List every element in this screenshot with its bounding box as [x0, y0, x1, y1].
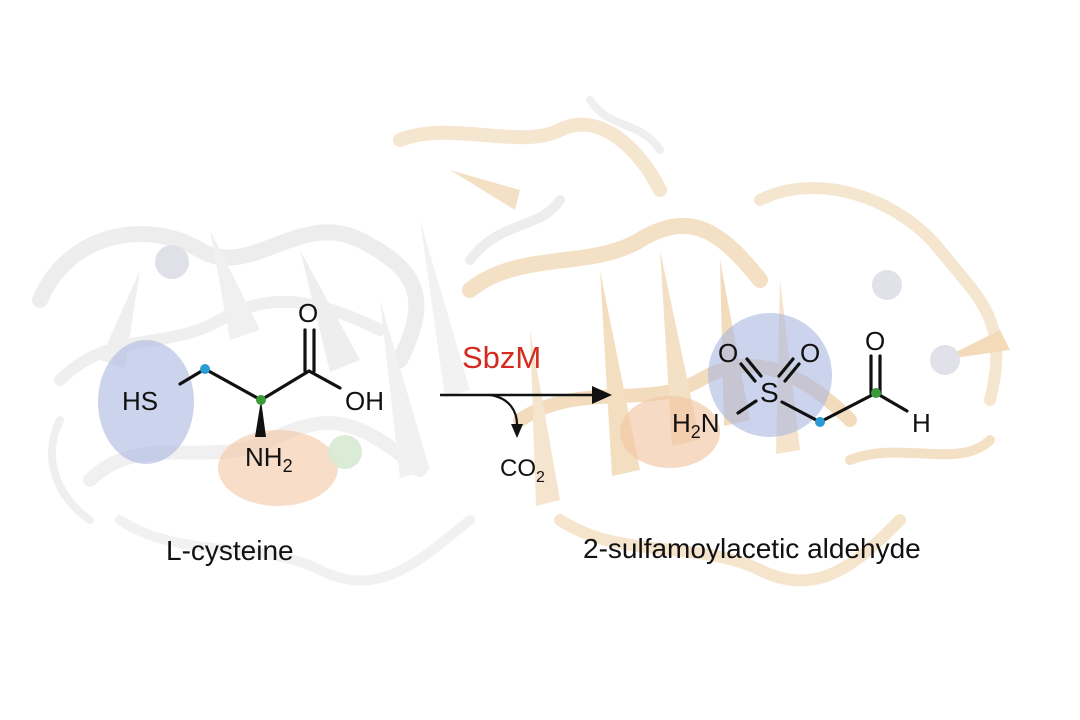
bond-cb-ca	[203, 367, 263, 402]
bond-s-o-right-a	[777, 357, 795, 378]
bond-c-h-aldehyde	[874, 391, 909, 413]
sulfonamide-amine-label: H2N	[672, 408, 720, 442]
amine-label: NH2	[245, 442, 293, 476]
metal-sphere	[328, 435, 362, 469]
bond-ca-c	[259, 369, 311, 402]
aldehyde-carbon-dot	[871, 388, 881, 398]
thiol-label: HS	[122, 386, 158, 416]
sulfonyl-highlight	[708, 313, 832, 437]
co2-label: CO2	[500, 455, 545, 486]
wedge-bond-amine	[255, 400, 266, 437]
bond-n-s	[736, 399, 758, 415]
bond-ch2-cho	[818, 391, 878, 424]
carbonyl-oxygen-label: O	[298, 298, 318, 328]
sulfur-label: S	[760, 377, 779, 408]
bond-s-o-left-a	[739, 362, 757, 383]
bond-s-o-right-b	[783, 362, 801, 383]
sulfonamide-amine-highlight	[620, 396, 720, 468]
aldehyde-hydrogen-label: H	[912, 408, 931, 438]
bond-s-o-left-b	[745, 357, 763, 378]
bond-s-ch2	[780, 400, 822, 424]
sulfonyl-oxygen-left: O	[718, 338, 738, 368]
reaction-arrow	[440, 386, 612, 438]
hydroxyl-label: OH	[345, 386, 384, 416]
protein-grey-ribbon	[32, 96, 664, 586]
reactant-name: L-cysteine	[166, 535, 294, 566]
amine-highlight	[218, 430, 338, 506]
methylene-carbon-dot	[815, 417, 825, 427]
thiol-highlight	[98, 340, 194, 464]
beta-carbon-dot	[200, 364, 210, 374]
l-cysteine-structure: HS O OH NH2 L-cysteine	[122, 298, 384, 566]
enzyme-label: SbzM	[462, 340, 541, 375]
bond-c-oh	[307, 369, 342, 390]
aldehyde-oxygen-label: O	[865, 326, 885, 356]
product-name: 2-sulfamoylacetic aldehyde	[583, 533, 921, 564]
product-structure: S O O H2N O H 2-sulfamoylacetic aldehyde	[583, 326, 931, 564]
alpha-carbon-dot	[256, 395, 266, 405]
co2-release-arrow	[489, 393, 519, 429]
sulfonyl-oxygen-right: O	[800, 338, 820, 368]
